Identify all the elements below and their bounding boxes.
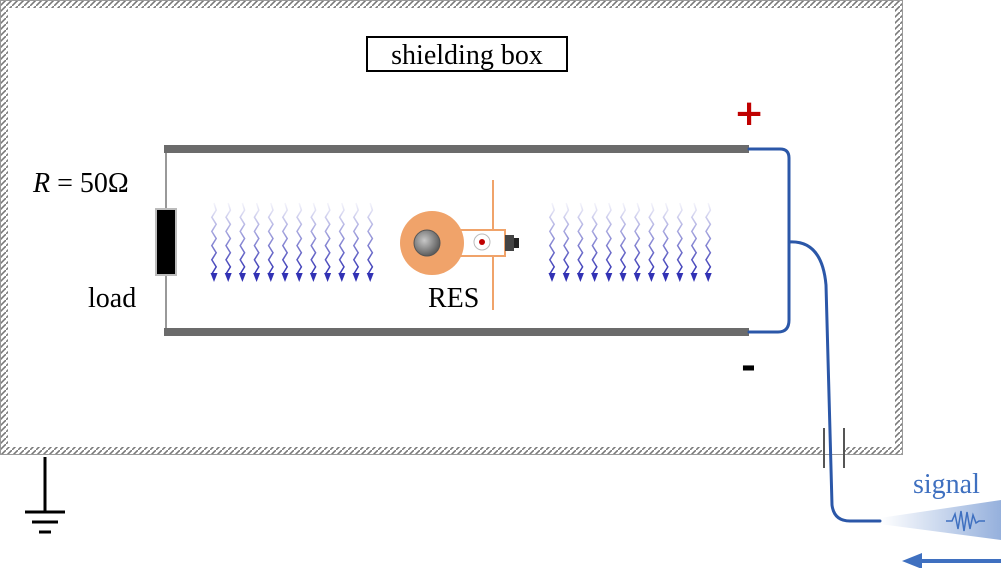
field-arrows-left — [210, 202, 374, 282]
field-arrow-icon — [367, 202, 374, 275]
signal-beam — [880, 500, 1001, 540]
ground-icon — [25, 457, 65, 534]
field-arrowhead-icon — [309, 273, 317, 282]
res-label: RES — [428, 283, 480, 314]
field-arrow-icon — [239, 202, 246, 275]
capacitor-icon — [823, 428, 845, 468]
field-arrowhead-icon — [210, 273, 218, 282]
resistor-icon — [155, 208, 177, 276]
field-arrow-icon — [648, 202, 655, 275]
field-arrowhead-icon — [281, 273, 289, 282]
field-arrowhead-icon — [619, 273, 627, 282]
field-arrowhead-icon — [352, 273, 360, 282]
field-arrow-icon — [690, 202, 698, 275]
field-arrowhead-icon — [253, 273, 261, 282]
res-atom-source-icon — [400, 180, 519, 310]
field-arrow-icon — [296, 202, 303, 275]
field-arrow-icon — [676, 202, 683, 275]
field-arrow-icon — [591, 202, 598, 275]
field-arrow-icon — [548, 202, 556, 275]
minus-sign: - — [741, 346, 756, 387]
field-arrowhead-icon — [338, 273, 346, 282]
field-arrow-icon — [634, 202, 641, 275]
field-arrowhead-icon — [591, 273, 599, 282]
field-arrowhead-icon — [662, 273, 670, 282]
field-arrowhead-icon — [238, 273, 246, 282]
field-arrow-icon — [352, 202, 360, 275]
field-arrowhead-icon — [676, 273, 684, 282]
field-arrowhead-icon — [366, 273, 374, 282]
field-arrowhead-icon — [576, 273, 584, 282]
field-arrowhead-icon — [647, 273, 655, 282]
field-arrowhead-icon — [690, 273, 698, 282]
top-plate — [164, 145, 749, 153]
load-label: load — [88, 283, 137, 314]
field-arrow-icon — [225, 202, 232, 275]
field-arrowhead-icon — [704, 273, 712, 282]
field-arrow-icon — [310, 202, 317, 275]
plus-sign: + — [734, 93, 765, 134]
shielding-box-label: shielding box — [366, 36, 568, 72]
field-arrow-icon — [662, 202, 669, 275]
load-circuit — [155, 153, 177, 328]
field-arrow-icon — [324, 202, 331, 275]
signal-arrow-icon — [902, 553, 1001, 568]
resistance-label: R = 50Ω — [33, 168, 129, 200]
signal-label: signal — [913, 469, 980, 500]
field-arrows-right — [548, 202, 712, 282]
field-arrowhead-icon — [605, 273, 613, 282]
resistance-value: = 50Ω — [50, 168, 129, 199]
field-arrow-icon — [281, 202, 289, 275]
signal-wire — [747, 147, 882, 523]
signal-wave-icon — [945, 510, 985, 532]
field-arrow-icon — [605, 202, 612, 275]
field-arrowhead-icon — [548, 273, 556, 282]
field-arrow-icon — [267, 202, 274, 275]
field-arrow-icon — [577, 202, 584, 275]
field-arrowhead-icon — [224, 273, 232, 282]
field-arrow-icon — [338, 202, 345, 275]
bottom-plate — [164, 328, 749, 336]
field-arrow-icon — [619, 202, 627, 275]
field-arrowhead-icon — [295, 273, 303, 282]
field-arrow-icon — [705, 202, 712, 275]
field-arrowhead-icon — [633, 273, 641, 282]
field-arrowhead-icon — [562, 273, 570, 282]
field-arrowhead-icon — [267, 273, 275, 282]
field-arrow-icon — [563, 202, 570, 275]
signal-source — [880, 500, 1001, 568]
shielding-box — [0, 0, 903, 455]
field-arrow-icon — [210, 202, 218, 275]
field-arrowhead-icon — [324, 273, 332, 282]
field-arrow-icon — [253, 202, 260, 275]
resistance-symbol: R — [33, 168, 51, 199]
